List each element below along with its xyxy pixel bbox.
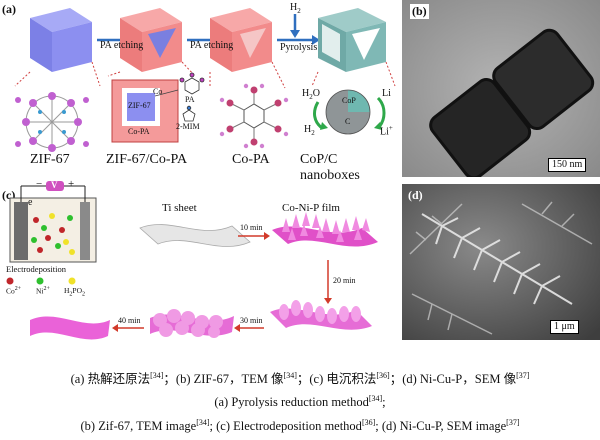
cop-c-sphere: [313, 89, 386, 135]
ti-sheet: [139, 224, 251, 247]
caption-cn: (a) 热解还原法[34]；(b) ZIF-67，TEM 像[34]；(c) 电…: [70, 370, 530, 386]
cop-c-cube: [318, 8, 386, 72]
panel-a-diagram: [14, 8, 396, 152]
core-shell-inset: [111, 79, 179, 143]
t40-label: 40 min: [118, 316, 141, 325]
step-label-1: PA etching: [100, 40, 144, 51]
inset-mim-label: 2-MIM: [176, 122, 200, 131]
coni-p-film: [272, 212, 378, 247]
film-40min: [30, 316, 110, 340]
sem-scale-bar: 1 μm: [550, 320, 579, 334]
panel-a-label: (a): [2, 2, 16, 16]
cop-label: CoP: [342, 96, 356, 105]
inset-copa-label: Co-PA: [128, 127, 150, 136]
zif67-structure: [15, 92, 89, 152]
caption-en-2: (b) Zif-67, TEM image[34]; (c) Electrode…: [80, 418, 520, 434]
li-label: Li: [382, 88, 391, 99]
name-zif67-copa: ZIF-67/Co-PA: [106, 152, 188, 167]
panel-c: (c): [0, 178, 400, 340]
h2-out-label: H2: [304, 124, 315, 137]
tem-scale-bar: 150 nm: [548, 158, 587, 172]
pa-molecule-icon: [179, 72, 205, 95]
sem-image: (d) 1 μm: [402, 184, 600, 340]
c-label: C: [345, 117, 351, 126]
inset-zif-label: ZIF-67: [128, 101, 151, 110]
plus-sign: +: [68, 178, 75, 190]
sem-dendrite: [402, 184, 600, 340]
h2-label: H2: [290, 2, 301, 15]
copa-cube: [210, 8, 272, 72]
h2o-label: H2O: [302, 88, 320, 101]
zif67-cube: [30, 8, 92, 72]
tem-particles: [402, 0, 600, 180]
t20-label: 20 min: [333, 276, 356, 285]
legend-h2po2: H2PO2: [64, 286, 86, 298]
li-plus-label: Li+: [380, 124, 393, 138]
film-label: Co-Ni-P film: [282, 202, 340, 214]
name-cop-c: CoP/C nanoboxes: [300, 152, 360, 183]
ti-sheet-label: Ti sheet: [162, 202, 197, 214]
mim-molecule-icon: [182, 105, 196, 122]
step-label-2: PA etching: [190, 40, 234, 51]
electrodeposition-label: Electrodeposition: [6, 264, 66, 274]
panel-a: (a): [0, 0, 400, 183]
e-label: e: [28, 197, 33, 208]
film-20min: [270, 300, 372, 330]
electrolysis-cell: [9, 181, 97, 263]
legend-ni: Ni2+: [36, 286, 50, 296]
caption-en-1: (a) Pyrolysis reduction method[34];: [214, 394, 386, 410]
name-zif67: ZIF-67: [30, 152, 70, 167]
panel-d-label: (d): [408, 188, 423, 202]
film-30min: [150, 309, 234, 338]
tem-image: (b) 150 nm: [402, 0, 600, 180]
legend-co: Co2+: [6, 286, 22, 296]
copa-structure: [219, 83, 289, 149]
inset-co-label: Co: [153, 87, 163, 96]
step-label-3: Pyrolysis: [280, 42, 318, 53]
v-meter-label: V: [51, 180, 58, 190]
t30-label: 30 min: [240, 316, 263, 325]
inset-pa-label: PA: [185, 95, 195, 104]
t10-label: 10 min: [240, 223, 263, 232]
panel-b-label: (b): [410, 4, 429, 19]
zif67-copa-cube: [120, 8, 182, 72]
panel-c-diagram: [6, 181, 378, 340]
minus-sign: −: [36, 178, 43, 190]
name-copa: Co-PA: [232, 152, 270, 167]
